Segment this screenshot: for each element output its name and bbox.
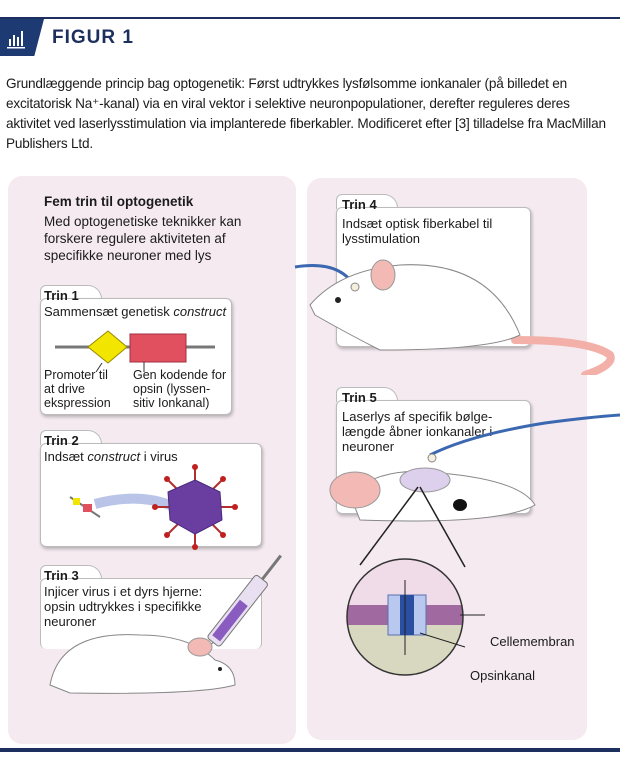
fiber-cable bbox=[429, 413, 620, 457]
membrane-label: Cellemembran bbox=[490, 634, 575, 649]
figure-tag bbox=[0, 19, 44, 56]
step3-title: Trin 3 bbox=[44, 568, 79, 583]
syringe-mouse-illustration bbox=[49, 554, 282, 694]
step4-title: Trin 4 bbox=[342, 197, 377, 212]
mouse-fiber-illustration bbox=[294, 259, 615, 375]
step1-title: Trin 1 bbox=[44, 288, 79, 303]
membrane-circle bbox=[346, 558, 464, 676]
step1-text-italic: construct bbox=[173, 304, 227, 319]
promoter-shape bbox=[87, 330, 128, 364]
mouse-body bbox=[309, 264, 521, 351]
step2-text: Indsæt construct i virus bbox=[44, 449, 178, 464]
genetic-construct-illustration bbox=[55, 330, 215, 372]
head-closeup-illustration bbox=[329, 413, 620, 676]
step2-text-prefix: Indsæt bbox=[44, 449, 88, 464]
figure-title: FIGUR 1 bbox=[52, 27, 134, 48]
channel-label: Opsinkanal bbox=[470, 668, 536, 683]
promoter-label: Promoter til at drive ekspression bbox=[44, 368, 111, 410]
bottom-rule bbox=[0, 748, 620, 752]
step2-card bbox=[40, 443, 262, 547]
step2-title: Trin 2 bbox=[44, 433, 79, 448]
step5-title: Trin 5 bbox=[342, 390, 377, 405]
panel-intro: Med optogenetiske teknikker kan forskere… bbox=[44, 214, 242, 263]
bar-chart-icon bbox=[7, 31, 25, 49]
virus-illustration bbox=[69, 464, 238, 550]
mouse-tail bbox=[511, 336, 615, 375]
step2-text-suffix: i virus bbox=[140, 449, 178, 464]
figure-caption: Grundlæggende princip bag optogenetik: F… bbox=[6, 76, 606, 151]
step3-text: Injicer virus i et dyrs hjerne: opsin ud… bbox=[44, 584, 203, 629]
gene-label: Gen kodende for opsin (lyssen-sitiv Ionk… bbox=[133, 368, 227, 410]
step2-text-italic: construct bbox=[87, 449, 141, 464]
step1-text: Sammensæt genetisk construct bbox=[44, 304, 226, 319]
step5-text: Laserlys af specifik bølge-længde åbner … bbox=[342, 409, 493, 454]
gene-shape bbox=[129, 333, 187, 363]
step4-text: Indsæt optisk fiberkabel til lysstimulat… bbox=[342, 216, 493, 246]
top-rule bbox=[0, 17, 620, 19]
step1-text-prefix: Sammensæt genetisk bbox=[44, 304, 174, 319]
panel-heading: Fem trin til optogenetik bbox=[44, 194, 194, 209]
